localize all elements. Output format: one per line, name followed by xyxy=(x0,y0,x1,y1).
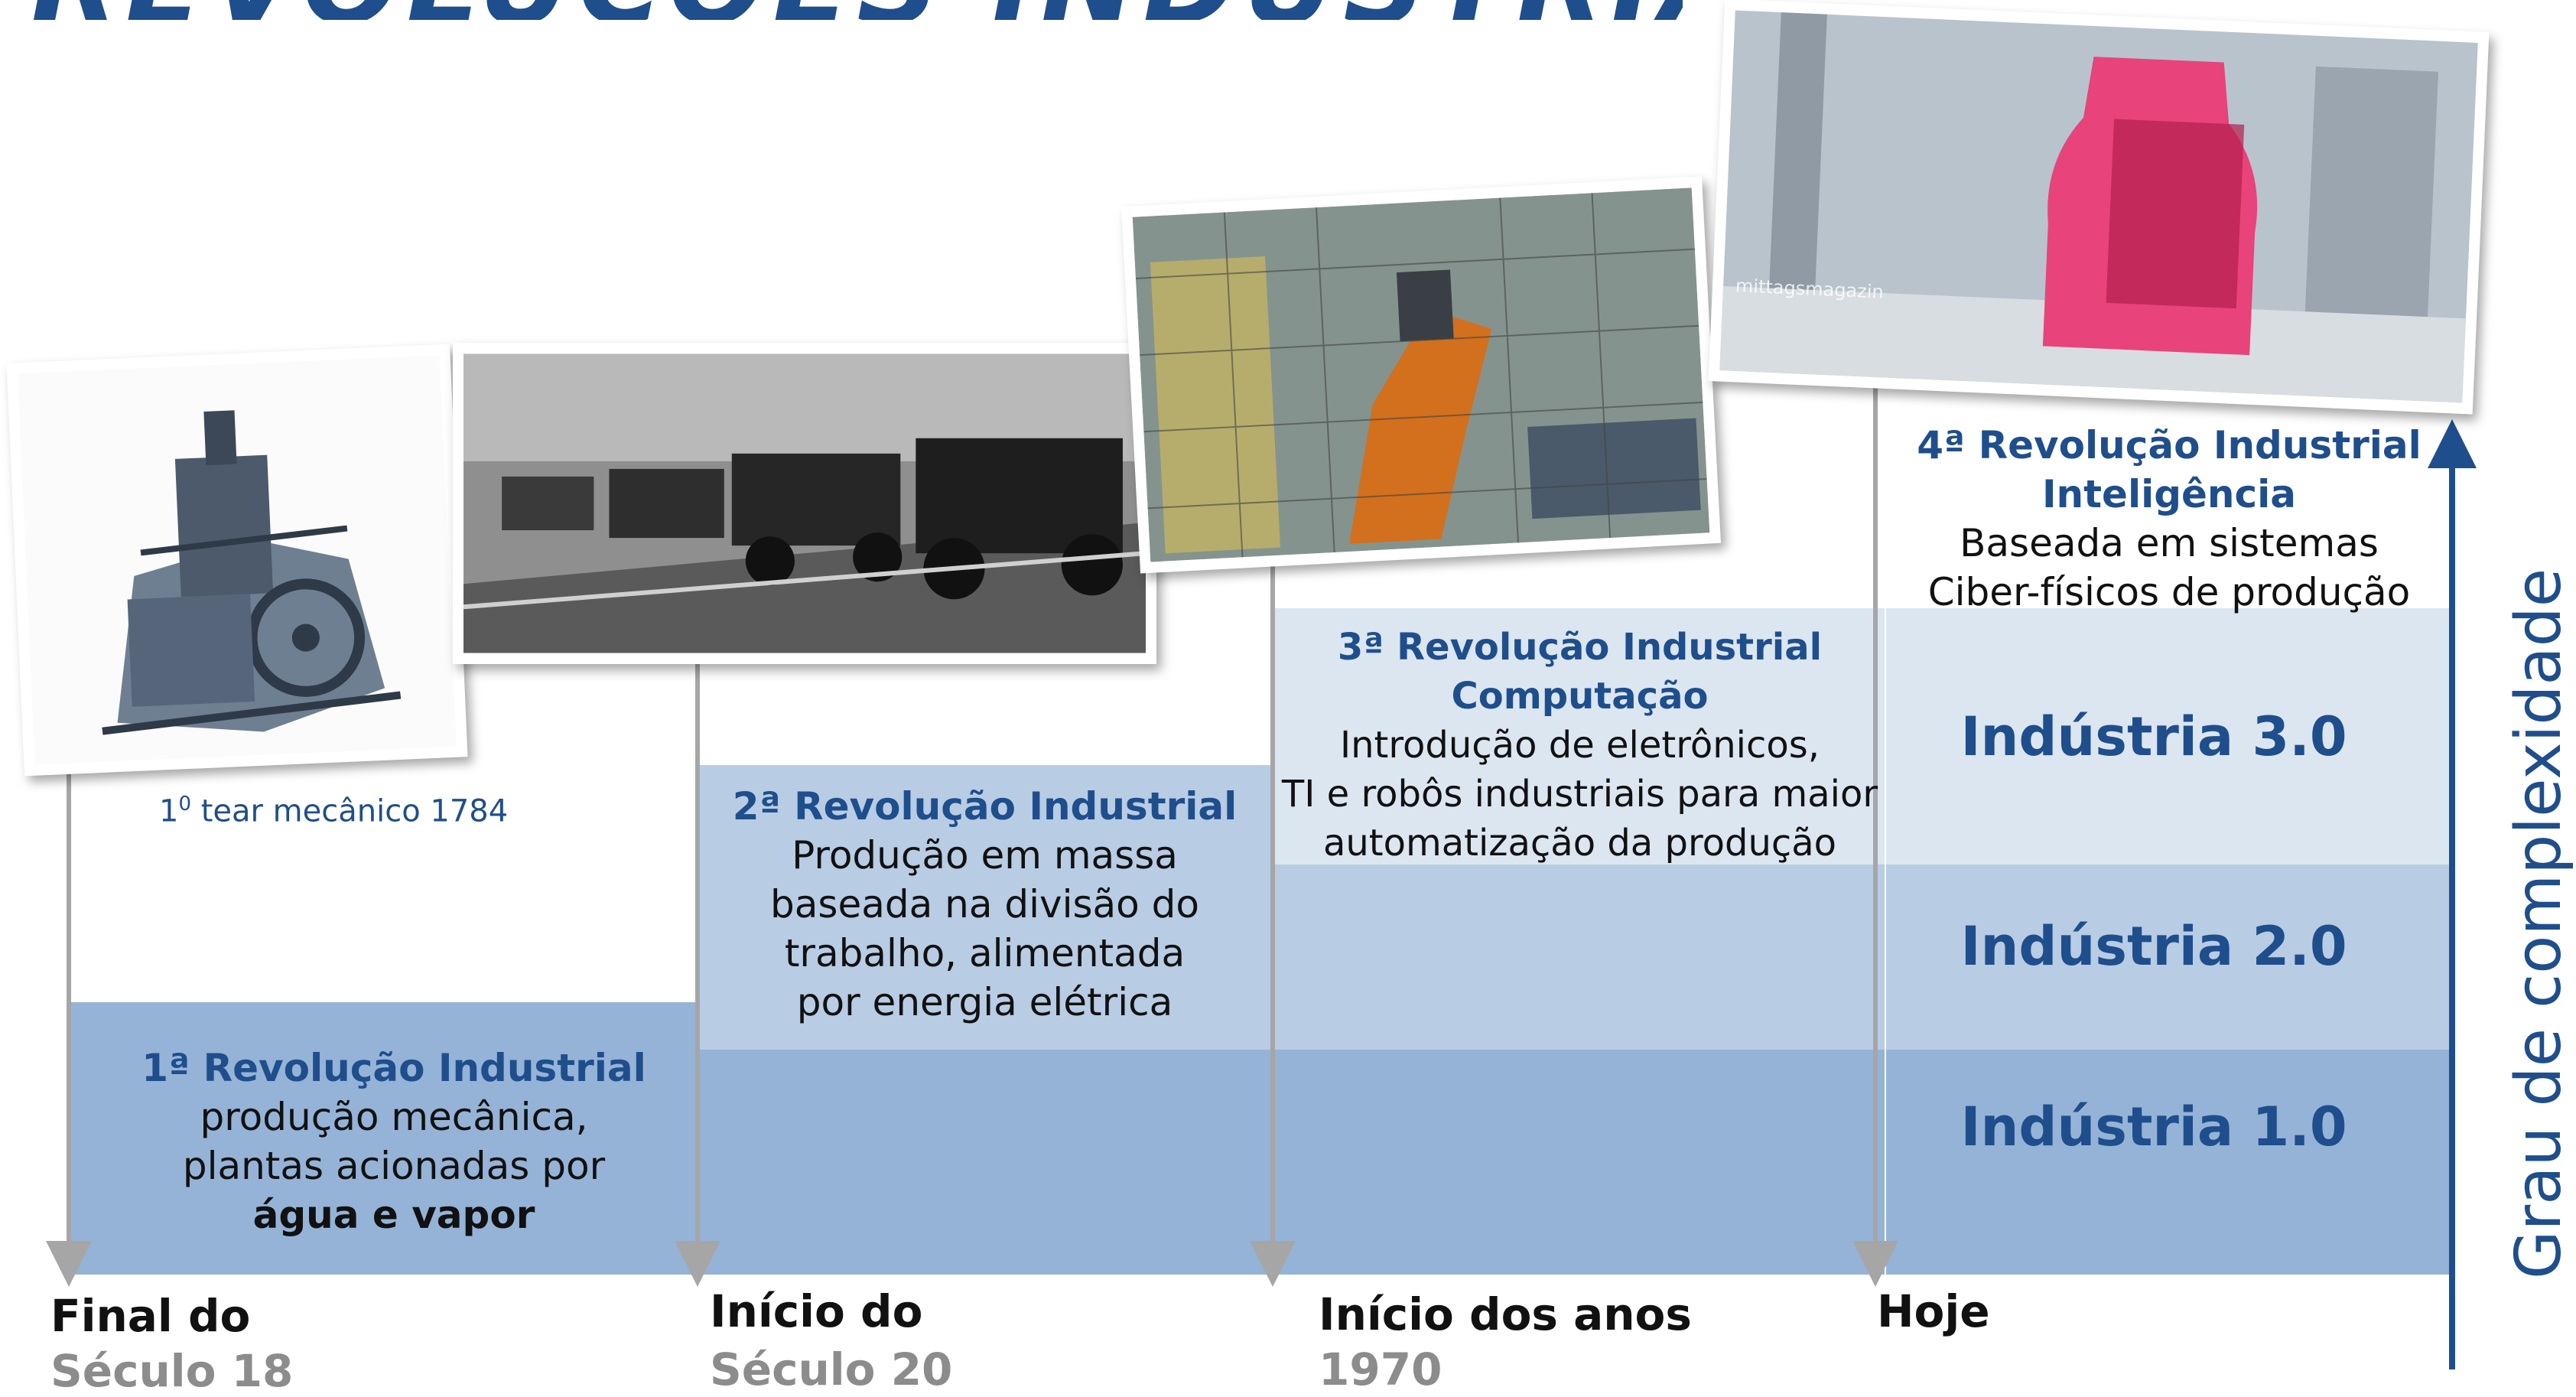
timeline-3-line2: 1970 xyxy=(1319,1343,1442,1395)
complexity-axis-label: Grau de complexidade xyxy=(2503,568,2575,1279)
timeline-2-line1: Início do xyxy=(710,1285,923,1337)
band-rev3-mid xyxy=(1273,865,1885,1050)
assembly-line-photo xyxy=(453,343,1156,664)
caption-superscript: 0 xyxy=(178,793,191,816)
band-rev2-lower xyxy=(698,1050,1271,1275)
rev1-heading: 1ª Revolução Industrial xyxy=(141,1046,646,1090)
caption-text: tear mecânico 1784 xyxy=(200,793,509,829)
band-rev3-top xyxy=(1273,608,1885,865)
band-rev1 xyxy=(69,1002,696,1275)
rev3-line2: TI e robôs industriais para maior xyxy=(1281,773,1878,816)
caption-prefix: 1 xyxy=(159,793,179,829)
band-level2 xyxy=(1886,865,2452,1050)
rev3-heading2: Computação xyxy=(1451,675,1709,718)
rev4-heading1: 4ª Revolução Industrial xyxy=(1917,423,2422,467)
rev3-line1: Introdução de eletrônicos, xyxy=(1339,724,1820,767)
level-1-label: Indústria 1.0 xyxy=(1960,1096,2347,1158)
title-clip: REVOLUÇÕES INDUSTRIAIS xyxy=(0,0,1683,20)
assembly-line-illustration xyxy=(463,353,1146,653)
bottle-photo: mittagsmagazin xyxy=(1708,0,2490,415)
robot-photo xyxy=(1120,176,1722,574)
band-level1 xyxy=(1886,1050,2452,1275)
rev1-line1: produção mecânica, xyxy=(200,1095,588,1139)
band-rev3-lower xyxy=(1273,1050,1885,1275)
rev4-line2: Ciber-físicos de produção xyxy=(1927,570,2411,614)
timeline-3-line1: Início dos anos xyxy=(1319,1288,1692,1340)
rev2-line3: trabalho, alimentada xyxy=(784,931,1186,975)
rev4-line1: Baseada em sistemas xyxy=(1960,521,2379,565)
rev4-text: 4ª Revolução Industrial Inteligência Bas… xyxy=(1886,421,2452,617)
loom-caption: 10 tear mecânico 1784 xyxy=(159,793,508,829)
robot-illustration xyxy=(1132,187,1710,562)
timeline-2-line2: Século 20 xyxy=(710,1343,953,1395)
page-title: REVOLUÇÕES INDUSTRIAIS xyxy=(31,0,1683,20)
timeline-1-line1: Final do xyxy=(50,1290,251,1342)
rev1-line2: plantas acionadas por xyxy=(182,1144,606,1188)
loom-illustration xyxy=(18,355,457,765)
rev1-text: 1ª Revolução Industrial produção mecânic… xyxy=(115,1044,673,1239)
loom-photo xyxy=(6,344,468,777)
timeline-1-line2: Século 18 xyxy=(50,1345,294,1397)
timeline-4-line1: Hoje xyxy=(1877,1285,1990,1337)
rev4-heading2: Inteligência xyxy=(2041,472,2297,516)
rev2-line2: baseada na divisão do xyxy=(770,882,1199,926)
level-3-label: Indústria 3.0 xyxy=(1960,705,2347,768)
rev3-heading1: 3ª Revolução Industrial xyxy=(1337,626,1823,669)
rev2-text: 2ª Revolução Industrial Produção em mass… xyxy=(704,782,1266,1027)
rev2-line1: Produção em massa xyxy=(792,833,1178,878)
bottle-illustration xyxy=(1719,10,2478,403)
rev2-line4: por energia elétrica xyxy=(796,980,1173,1024)
rev2-heading: 2ª Revolução Industrial xyxy=(732,784,1238,829)
level-2-label: Indústria 2.0 xyxy=(1960,915,2347,978)
rev1-line3: água e vapor xyxy=(252,1193,535,1237)
rev3-text: 3ª Revolução Industrial Computação Intro… xyxy=(1276,623,1884,868)
band-level3 xyxy=(1886,608,2452,865)
band-rev2-upper xyxy=(698,765,1271,1050)
rev3-line3: automatização da produção xyxy=(1322,822,1837,865)
